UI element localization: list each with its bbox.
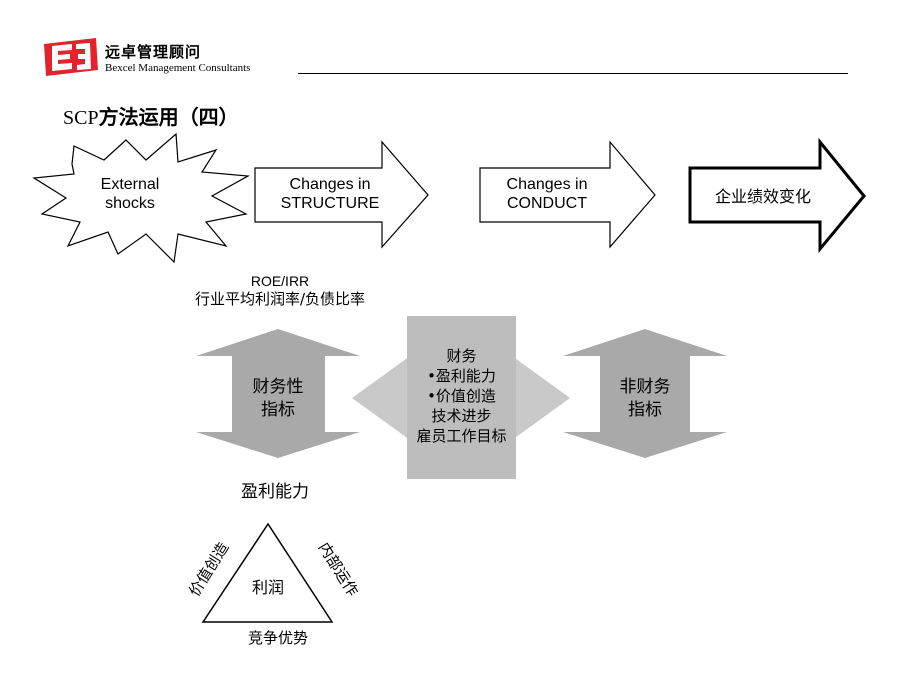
triangle-title: 盈利能力 bbox=[241, 482, 309, 502]
nonfinancial-line-2: 指标 bbox=[628, 399, 662, 420]
center-horizontal-arrow bbox=[352, 356, 410, 440]
triangle-center-label: 利润 bbox=[251, 578, 284, 597]
header-rule bbox=[298, 73, 848, 74]
center-line-1: 财务 bbox=[446, 347, 477, 365]
page-title: SCP方法运用（四） bbox=[63, 101, 239, 130]
center-line-2: •盈利能力 bbox=[427, 366, 496, 385]
structure-line-1: Changes in bbox=[289, 176, 371, 193]
structure-arrow bbox=[254, 140, 429, 249]
triangle-bottom-label: 竞争优势 bbox=[247, 629, 308, 647]
logo-english-name: Bexcel Management Consultants bbox=[105, 62, 251, 74]
center-box-label: 财务 •盈利能力 •价值创造 技术进步 雇员工作目标 bbox=[405, 347, 518, 447]
financial-line-1: 财务性 bbox=[252, 377, 304, 397]
center-line-3: •价值创造 bbox=[427, 386, 496, 405]
nonfinancial-line-1: 非财务 bbox=[619, 377, 671, 397]
external-shocks-line-2: shocks bbox=[105, 195, 155, 213]
financial-metrics-arrow bbox=[196, 329, 360, 458]
structure-label: Changes in STRUCTURE bbox=[260, 175, 400, 213]
conduct-line-2: CONDUCT bbox=[507, 195, 587, 213]
performance-label: 企业绩效变化 bbox=[714, 187, 811, 206]
ratios-label: 行业平均利润率/负债比率 bbox=[194, 290, 366, 308]
center-line-5: 雇员工作目标 bbox=[416, 426, 507, 445]
financial-metrics-label: 财务性 指标 bbox=[228, 376, 328, 422]
nonfinancial-metrics-label: 非财务 指标 bbox=[595, 376, 695, 422]
external-shocks-label: External shocks bbox=[80, 175, 180, 213]
center-box bbox=[407, 316, 516, 479]
nonfinancial-metrics-arrow bbox=[563, 329, 727, 458]
bexcel-logo-icon bbox=[44, 38, 98, 76]
structure-line-2: STRUCTURE bbox=[280, 195, 380, 213]
roe-label: ROE/IRR bbox=[250, 273, 310, 289]
page-title-latin: SCP bbox=[63, 107, 99, 129]
financial-line-2: 指标 bbox=[261, 399, 295, 420]
external-shocks-line-1: External bbox=[100, 176, 160, 193]
logo-chinese-name: 远卓管理顾问 bbox=[105, 43, 202, 61]
performance-arrow bbox=[688, 137, 866, 254]
conduct-line-1: Changes in bbox=[506, 176, 588, 193]
conduct-arrow bbox=[479, 140, 656, 249]
conduct-label: Changes in CONDUCT bbox=[482, 175, 612, 213]
external-shocks-burst bbox=[32, 132, 251, 264]
center-line-4: 技术进步 bbox=[431, 406, 492, 425]
page-title-cn: 方法运用（四） bbox=[98, 105, 239, 129]
profit-triangle bbox=[201, 522, 334, 623]
triangle-right-label: 内部运作 bbox=[315, 539, 362, 599]
center-horizontal-arrow-right bbox=[512, 356, 570, 440]
